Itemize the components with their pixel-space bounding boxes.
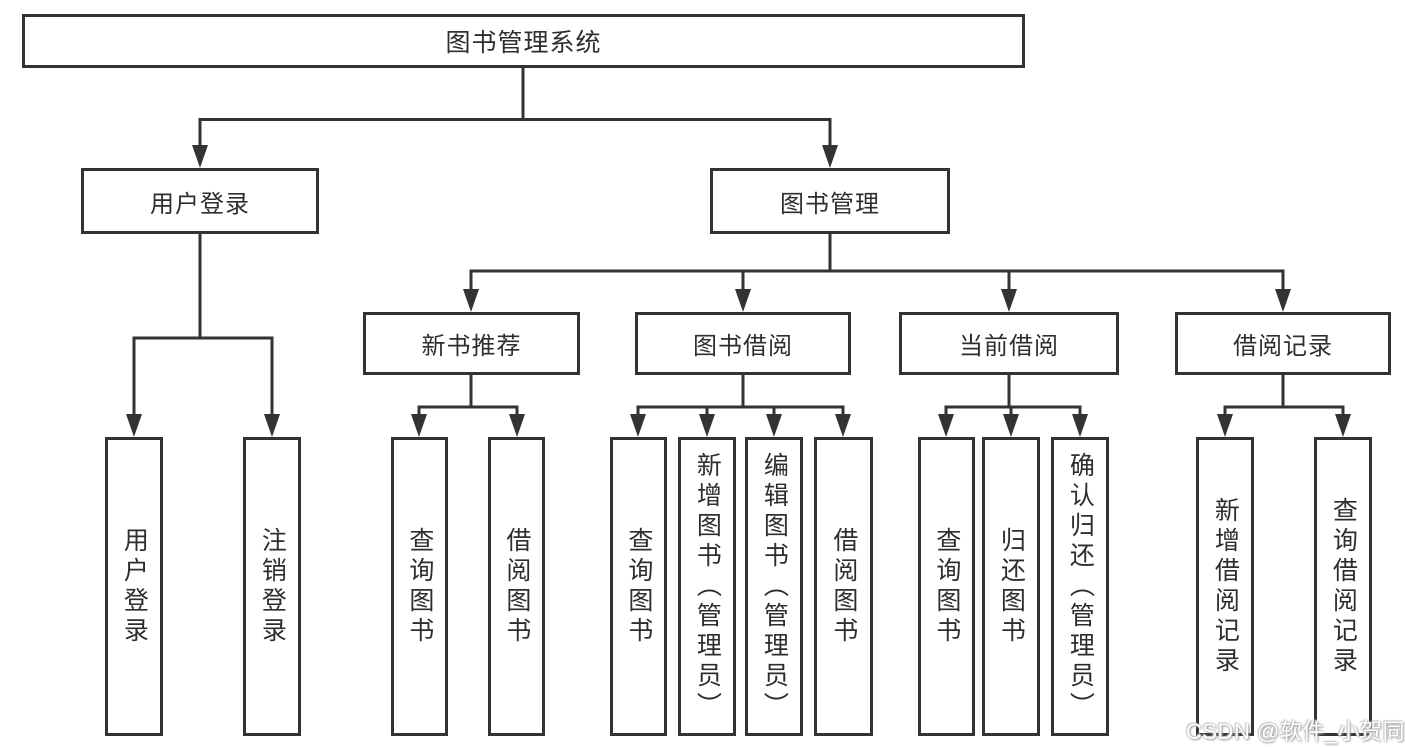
node-label: 当前借阅: [959, 333, 1059, 360]
leaf-borrowing-borrow-book: 借阅图书: [814, 437, 873, 736]
node-label: 新书推荐: [421, 333, 522, 360]
leaf-label: 借阅图书: [502, 526, 531, 647]
leaf-borrowing-edit-book-admin: 编辑图书（管理员）: [745, 437, 803, 736]
leaf-current-confirm-return-admin: 确认归还（管理员）: [1051, 437, 1109, 736]
node-new-book-recommendation: 新书推荐: [363, 312, 580, 375]
leaf-borrowing-add-book-admin: 新增图书（管理员）: [678, 437, 736, 736]
leaf-user-login: 用户登录: [105, 437, 163, 736]
leaf-label: 新增图书（管理员）: [693, 451, 722, 722]
node-borrowing-records: 借阅记录: [1175, 312, 1391, 375]
leaf-logout: 注销登录: [243, 437, 301, 736]
node-label: 用户登录: [150, 190, 250, 218]
leaf-recommend-query-book: 查询图书: [391, 437, 448, 736]
node-current-borrowing: 当前借阅: [899, 312, 1119, 375]
node-library-management-system: 图书管理系统: [22, 14, 1025, 68]
leaf-current-return-book: 归还图书: [982, 437, 1040, 736]
leaf-label: 注销登录: [258, 526, 287, 647]
leaf-records-add-borrow-record: 新增借阅记录: [1196, 437, 1254, 736]
leaf-records-query-borrow-record: 查询借阅记录: [1314, 437, 1372, 736]
leaf-label: 借阅图书: [829, 526, 858, 647]
leaf-label: 用户登录: [120, 526, 149, 647]
leaf-label: 查询图书: [624, 526, 653, 647]
leaf-recommend-borrow-book: 借阅图书: [488, 437, 545, 736]
node-label: 图书管理: [780, 190, 880, 218]
leaf-label: 归还图书: [997, 526, 1026, 647]
arrowheads: [126, 145, 1351, 437]
leaf-label: 查询图书: [932, 526, 961, 647]
leaf-label: 确认归还（管理员）: [1066, 451, 1095, 722]
leaf-label: 查询图书: [405, 526, 434, 647]
leaf-current-query-book: 查询图书: [918, 437, 975, 736]
leaf-label: 查询借阅记录: [1329, 496, 1358, 677]
leaf-label: 新增借阅记录: [1211, 496, 1240, 677]
node-book-management: 图书管理: [710, 168, 950, 234]
node-label: 借阅记录: [1233, 333, 1333, 360]
node-book-borrowing: 图书借阅: [635, 312, 851, 375]
node-user-login: 用户登录: [81, 168, 319, 234]
watermark-csdn: CSDN @软件_小贺同学: [1186, 719, 1405, 744]
leaf-borrowing-query-book: 查询图书: [610, 437, 667, 736]
node-label: 图书管理系统: [445, 29, 602, 57]
node-label: 图书借阅: [693, 333, 793, 360]
leaf-label: 编辑图书（管理员）: [760, 451, 789, 722]
